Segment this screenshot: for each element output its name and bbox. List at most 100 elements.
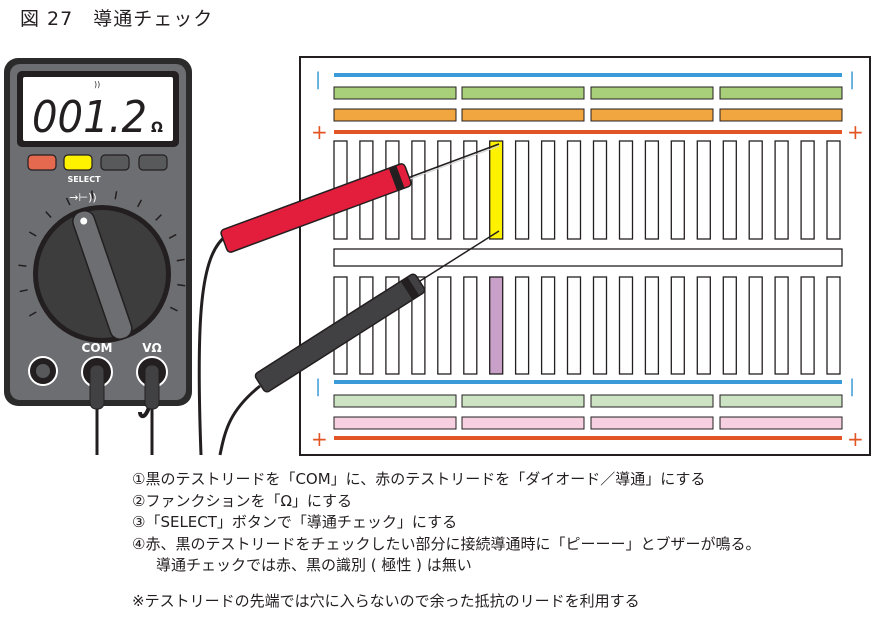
upper-column-16[interactable] — [722, 140, 737, 240]
upper-column-11[interactable] — [592, 140, 608, 240]
lower-column-18[interactable] — [774, 276, 789, 375]
dial-tick-12 — [28, 311, 37, 317]
upper-column-6[interactable] — [463, 140, 478, 240]
test-leads — [89, 143, 500, 456]
upper-column-5[interactable] — [437, 140, 452, 240]
bottom-plus-rail-line — [334, 436, 842, 440]
function-button-2[interactable] — [63, 154, 93, 171]
top-left-plus-symbol: + — [311, 120, 328, 144]
bottom-upper-strip-1 — [333, 394, 457, 408]
top-lower-strip-2 — [461, 108, 585, 122]
dial-tick-3 — [65, 197, 71, 206]
lower-column-16[interactable] — [722, 276, 737, 375]
lower-column-11[interactable] — [592, 276, 608, 375]
bottom-minus-rail-line — [334, 380, 842, 384]
top-right-plus-symbol: + — [847, 120, 864, 144]
select-label: SELECT — [67, 175, 101, 184]
lower-column-7[interactable] — [489, 276, 504, 375]
bottom-upper-strip-2 — [461, 394, 585, 408]
display-unit: Ω — [151, 120, 163, 136]
top-upper-strip-4 — [719, 86, 843, 100]
top-lower-strips — [333, 108, 843, 122]
dial-tick-11 — [169, 306, 178, 312]
instruction-step-2: ②ファンクションを「Ω」にする — [132, 491, 353, 510]
top-lower-strip-4 — [719, 108, 843, 122]
lower-terminal-columns — [333, 276, 841, 375]
instruction-step-1: ①黒のテストリードを「COM」に、赤のテストリードを「ダイオード／導通」にする — [132, 470, 706, 488]
dial-tick-5 — [114, 191, 118, 200]
dial-tick-13 — [19, 289, 28, 293]
lower-column-5[interactable] — [437, 276, 452, 375]
black-probe-cable — [218, 384, 261, 456]
lower-column-15[interactable] — [696, 276, 711, 375]
v-ohm-label: VΩ — [142, 341, 162, 355]
bottom-upper-strip-4 — [719, 394, 843, 408]
bottom-lower-strip-3 — [590, 416, 714, 430]
upper-column-8[interactable] — [514, 140, 530, 240]
com-label: COM — [82, 341, 113, 355]
upper-column-7[interactable] — [489, 140, 504, 240]
upper-column-15[interactable] — [696, 140, 711, 240]
vohm-plug — [144, 364, 160, 410]
lower-column-4[interactable] — [411, 276, 426, 375]
red-probe[interactable] — [220, 163, 412, 254]
bottom-lower-strips — [333, 416, 843, 430]
lower-column-13[interactable] — [644, 276, 660, 375]
black-probe[interactable] — [254, 273, 426, 394]
upper-column-19[interactable] — [800, 140, 815, 240]
top-upper-strips — [333, 86, 843, 100]
red-probe-tip-highlight — [404, 145, 500, 182]
upper-column-12[interactable] — [618, 140, 634, 240]
lcd-display — [23, 77, 173, 141]
figure-title: 図 27 導通チェック — [20, 8, 214, 30]
black-probe-handle — [254, 273, 426, 393]
top-left-minus-symbol: | — [315, 69, 321, 90]
dial-pointer-dot — [80, 217, 88, 225]
lower-column-17[interactable] — [748, 276, 763, 375]
lower-column-20[interactable] — [826, 276, 841, 375]
bottom-left-minus-symbol: | — [315, 376, 321, 397]
upper-column-20[interactable] — [826, 140, 841, 240]
instruction-step-4: ④赤、黒のテストリードをチェックしたい部分に接続導通時に「ピーーー」とブザーが鳴… — [132, 534, 761, 553]
lower-column-10[interactable] — [566, 276, 582, 375]
lower-column-9[interactable] — [540, 276, 556, 375]
lower-column-14[interactable] — [670, 276, 685, 375]
upper-column-14[interactable] — [670, 140, 685, 240]
upper-column-9[interactable] — [540, 140, 556, 240]
lower-column-8[interactable] — [514, 276, 530, 375]
top-upper-strip-2 — [461, 86, 585, 100]
bottom-lower-strip-1 — [333, 416, 457, 430]
dial-tick-9 — [176, 258, 185, 262]
dial-tick-4 — [91, 190, 94, 199]
instruction-list: ①黒のテストリードを「COM」に、赤のテストリードを「ダイオード／導通」にする … — [132, 469, 760, 577]
upper-column-18[interactable] — [774, 140, 789, 240]
dial-tick-1 — [28, 231, 37, 237]
instruction-step-4-note: 導通チェックでは赤、黒の識別 ( 極性 ) は無い — [156, 556, 472, 574]
upper-column-17[interactable] — [748, 140, 763, 240]
red-probe-collar — [388, 165, 405, 191]
dial-knob[interactable] — [70, 208, 134, 342]
dial-tick-10 — [177, 283, 186, 287]
top-plus-rail-line — [334, 130, 842, 134]
upper-column-13[interactable] — [644, 140, 660, 240]
function-button-3[interactable] — [100, 154, 130, 171]
dial-knob-bar — [72, 209, 133, 340]
black-probe-tip — [419, 230, 500, 282]
lower-column-12[interactable] — [618, 276, 634, 375]
probe-tip-note: ※テストリードの先端では穴に入らないので余った抵抗のリードを利用する — [132, 592, 640, 610]
multimeter: )) 001.2 Ω SELECT →⊢)) COM VΩ — [4, 58, 192, 406]
function-button-1[interactable] — [27, 154, 57, 171]
dial-tick-8 — [168, 233, 177, 239]
lower-column-19[interactable] — [800, 276, 815, 375]
function-button-4[interactable] — [138, 154, 168, 171]
instruction-step-3: ③「SELECT」ボタンで「導通チェック」にする — [132, 513, 458, 531]
upper-column-4[interactable] — [411, 140, 426, 240]
dial-tick-7 — [155, 214, 162, 221]
lower-column-6[interactable] — [463, 276, 478, 375]
buzzer-indicator-icon: )) — [94, 80, 100, 89]
dial-tick-6 — [137, 199, 143, 208]
dial-ticks — [18, 190, 186, 317]
bottom-lower-strip-4 — [719, 416, 843, 430]
red-probe-tip — [404, 143, 500, 180]
upper-column-10[interactable] — [566, 140, 582, 240]
